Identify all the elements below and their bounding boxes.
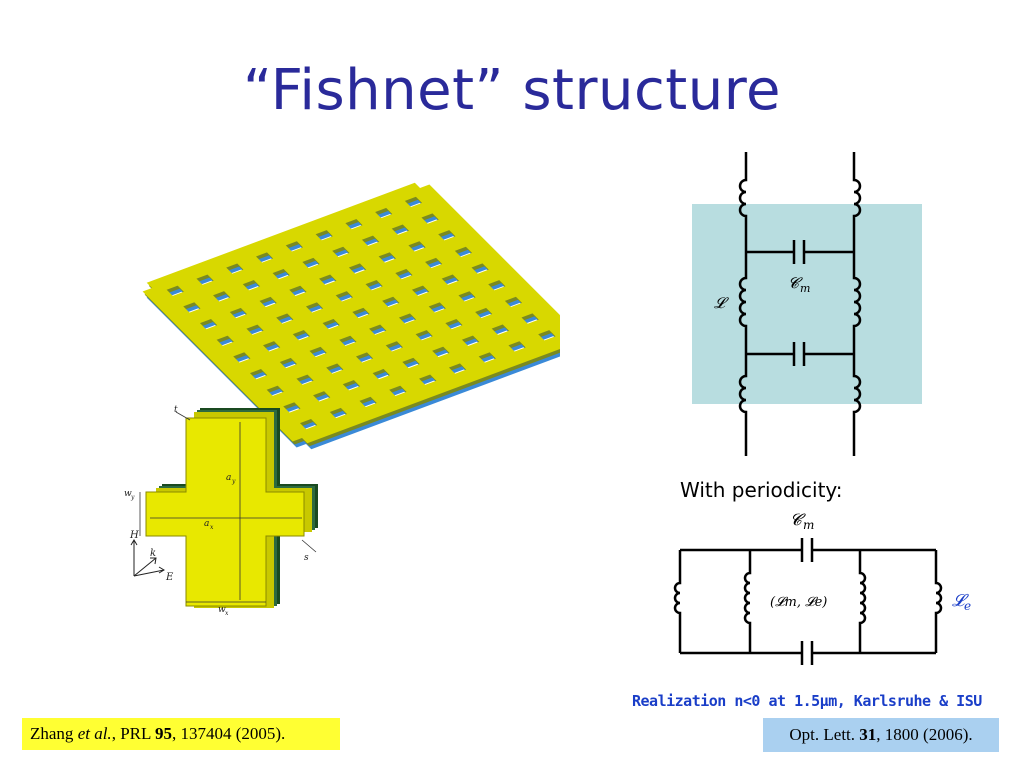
field-axes-icon [130,539,165,577]
dim-wy-sub: y [130,494,135,501]
mesh-gold-strip [280,316,559,427]
ref-right-volume: 31 [859,725,877,744]
unit-cell-circuit: 𝓛 𝓒 m [692,152,922,456]
dim-s-label: s [304,553,309,563]
reference-opt-lett: Opt. Lett. 31, 1800 (2006). [763,718,999,752]
realization-note: Realization n<0 at 1.5μm, Karlsruhe & IS… [632,692,982,710]
cross-unit-cell-figure: t a y a x w y w x s H k E [124,405,318,615]
periodicity-label: With periodicity: [680,478,843,502]
ref-left-journal: , PRL [111,724,155,743]
periodic-equivalent-circuit: 𝓒 m (𝓛m, 𝓛e) 𝓛 e [673,510,971,665]
ref-left-volume: 95 [154,724,172,743]
ref-right-rest: , 1800 (2006). [876,725,973,744]
dim-wy-label: w [124,489,132,499]
ref-left-etal: et al. [77,724,112,743]
mesh-gold-strip [296,334,560,444]
dim-ay-label: a [226,473,231,483]
dim-wx-sub: x [225,610,229,615]
dim-ax-label: a [204,519,209,529]
dim-wx-label: w [218,605,226,615]
axis-k-label: k [150,548,156,559]
dim-t-label: t [174,405,178,415]
ref-right-journal: Opt. Lett. [789,725,860,744]
mesh-gold-strip [410,184,560,341]
axis-H-label: H [129,530,139,541]
circuit-panel [692,204,922,404]
slide-title: “Fishnet” structure [243,58,781,123]
dim-ay-sub: y [231,478,236,485]
axis-E-label: E [165,572,174,583]
ref-left-rest: , 137404 (2005). [171,724,286,743]
reference-zhang: Zhang et al., PRL 95, 137404 (2005). [22,718,340,750]
fishnet-mesh-figure [142,182,560,450]
ref-left-author: Zhang [30,724,78,743]
periodic-Cm-sub: m [803,518,814,532]
dim-ax-sub: x [210,524,214,531]
center-inductance-label: (𝓛m, 𝓛e) [770,595,827,610]
Le-sub: e [964,599,971,613]
capacitance-Cm-sub: m [800,282,810,295]
mesh-gold-strip [380,195,550,353]
mesh-gold-strip [263,299,542,410]
